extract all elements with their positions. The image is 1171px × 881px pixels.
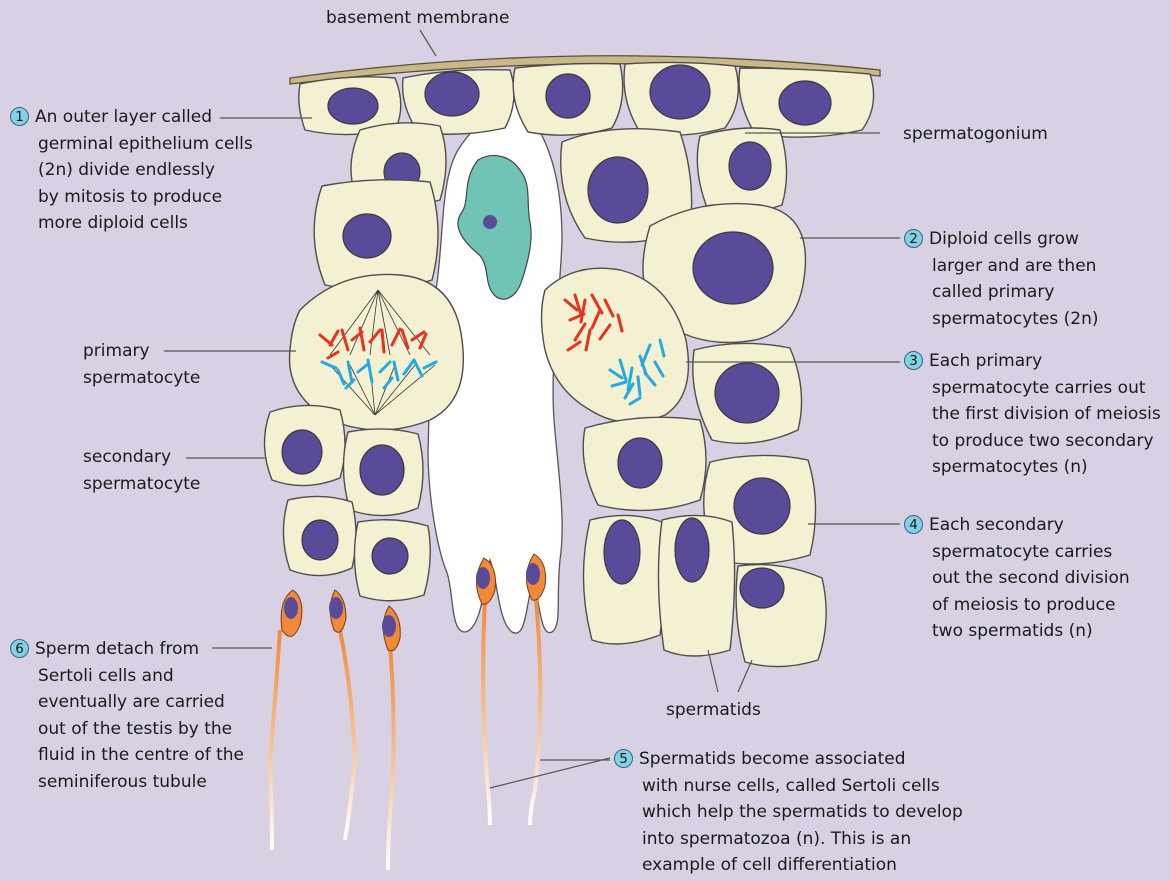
step-5-badge: 5 <box>614 749 633 768</box>
step-3-badge: 3 <box>904 351 923 370</box>
step-4-badge: 4 <box>904 515 923 534</box>
label-spermatogonium: spermatogonium <box>903 121 1048 148</box>
step-2-badge: 2 <box>904 229 923 248</box>
label-secondary-spermatocyte: secondary spermatocyte <box>83 444 200 497</box>
step-1-badge: 1 <box>10 107 29 126</box>
sertoli-nucleolus <box>483 215 497 229</box>
basement-membrane-pointer <box>420 30 436 56</box>
label-basement-membrane: basement membrane <box>326 5 509 32</box>
label-spermatids: spermatids <box>666 697 761 724</box>
step-6-badge: 6 <box>10 639 29 658</box>
label-primary-spermatocyte: primary spermatocyte <box>83 338 200 391</box>
